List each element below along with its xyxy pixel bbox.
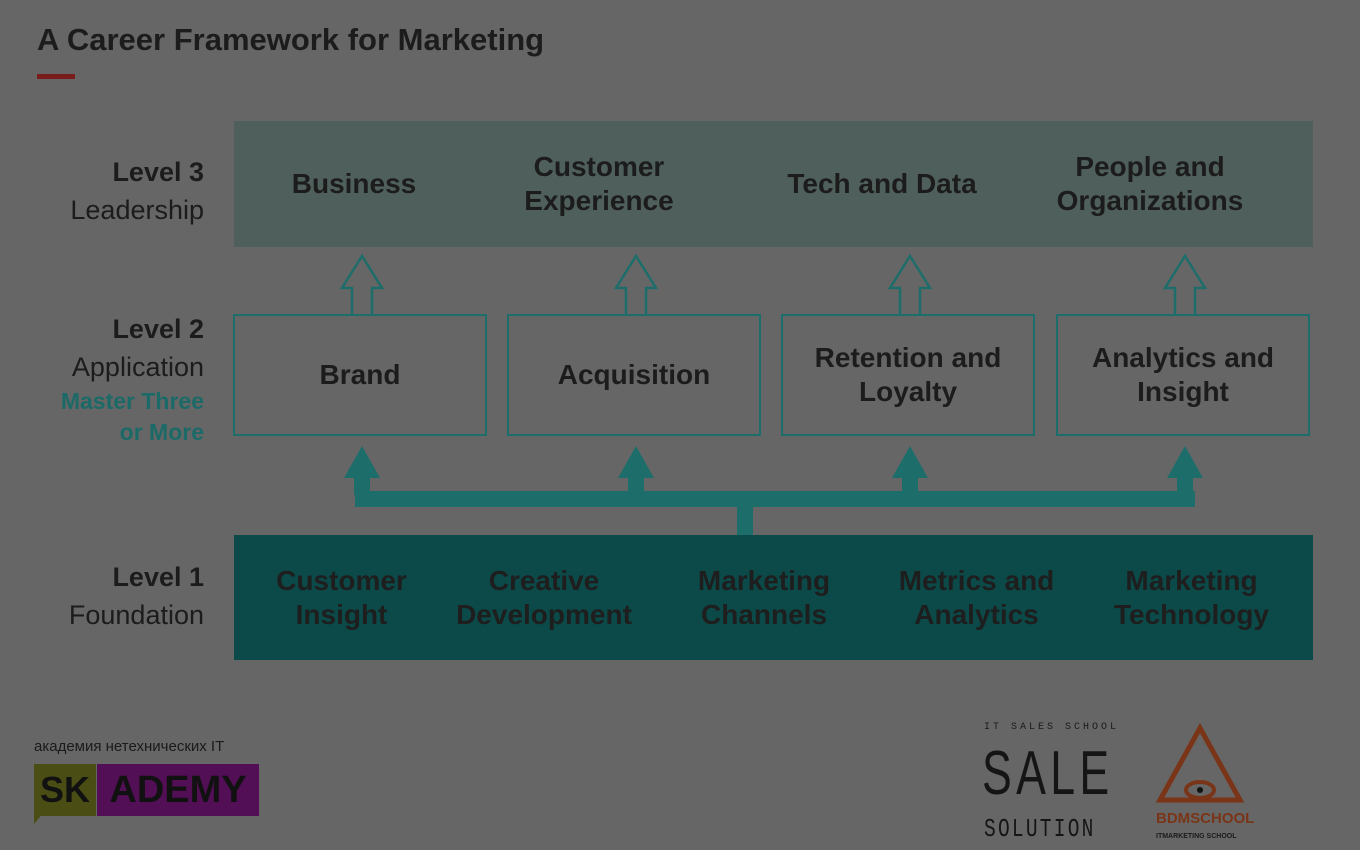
sale-tagline: IT SALES SCHOOL <box>984 722 1120 733</box>
hollow-arrow-icon <box>339 253 385 314</box>
level-note: Master Three <box>60 388 204 414</box>
hollow-arrow-icon <box>1162 253 1208 314</box>
level2-box: Brand <box>233 314 487 436</box>
sale-solution: SOLUTION <box>984 814 1096 844</box>
level-desc: Foundation <box>68 600 204 630</box>
level3-item: Business <box>291 168 417 199</box>
sale-wordmark: SALE <box>982 739 1114 808</box>
level1-item: Metrics and Analytics <box>898 564 1055 630</box>
level1-item: Customer Insight <box>276 564 407 630</box>
level-name: Level 2 <box>112 314 204 344</box>
level-desc: Leadership <box>70 195 204 225</box>
level3-item: Customer Experience <box>524 151 674 216</box>
level-name: Level 1 <box>112 562 204 592</box>
level-desc: Application <box>71 352 204 382</box>
level-3-band: Business Customer Experience Tech and Da… <box>234 121 1313 247</box>
bus-stem <box>737 491 753 536</box>
level1-item: Marketing Technology <box>1113 564 1270 630</box>
level2-box: Retention and Loyalty <box>781 314 1035 436</box>
level1-item: Creative Development <box>456 564 632 630</box>
page-title: A Career Framework for Marketing <box>37 22 545 57</box>
level-3-label: Level 3 Leadership <box>70 153 204 229</box>
hollow-arrow-icon <box>887 253 933 314</box>
level3-item: People and Organizations <box>1056 151 1244 216</box>
level-1-label: Level 1 Foundation <box>69 558 204 634</box>
level2-box: Analytics and Insight <box>1056 314 1310 436</box>
level-note: or More <box>119 419 204 445</box>
level-name: Level 3 <box>112 157 204 187</box>
level3-item: Tech and Data <box>787 168 977 199</box>
speech-tail-icon <box>34 812 44 824</box>
skademy-mark: SK <box>34 764 96 816</box>
bdm-sub: ITMARKETING SCHOOL <box>1156 833 1237 840</box>
solid-arrow-icon <box>618 446 654 495</box>
bdm-name: BDMSCHOOL <box>1156 810 1255 827</box>
skademy-tagline: академия нетехнических IT <box>34 738 225 755</box>
hollow-arrow-icon <box>613 253 659 314</box>
solid-arrow-icon <box>1167 446 1203 495</box>
level-1-band: Customer Insight Creative Development Ma… <box>234 535 1313 660</box>
solid-arrow-icon <box>892 446 928 495</box>
level2-box: Acquisition <box>507 314 761 436</box>
solid-arrow-icon <box>344 446 380 495</box>
level1-item: Marketing Channels <box>697 564 831 630</box>
title-underline <box>37 74 75 79</box>
skademy-name: ADEMY <box>97 764 259 816</box>
bus-line <box>355 491 1195 507</box>
